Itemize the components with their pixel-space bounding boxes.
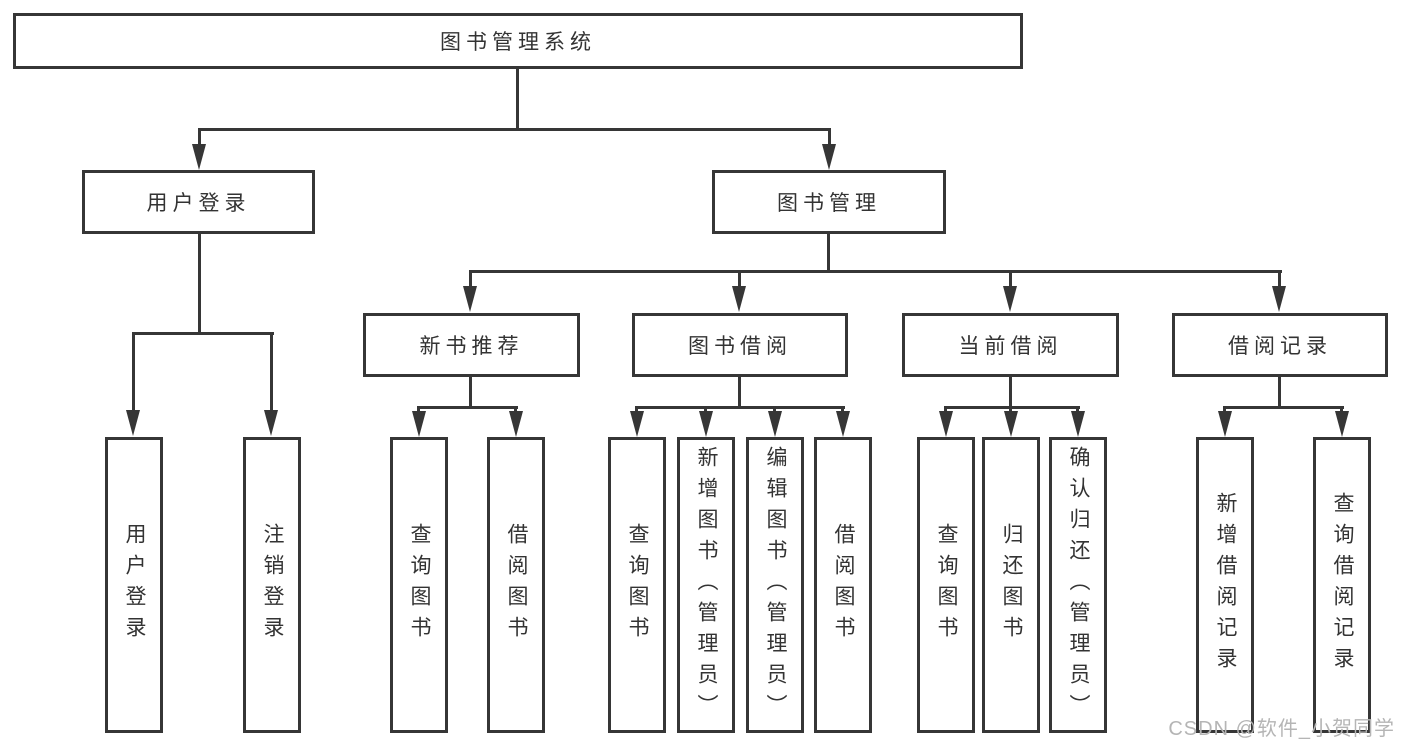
connector-userlogin-hbar xyxy=(132,332,274,335)
arrow-down-icon xyxy=(1335,411,1349,437)
connector-root-hbar xyxy=(198,128,831,131)
connector-userlogin-stem xyxy=(198,232,201,334)
leaf-edit-books-admin: 编辑图书（管理员） xyxy=(746,437,804,733)
arrow-down-icon xyxy=(192,144,206,170)
leaf-query-borrow-record: 查询借阅记录 xyxy=(1313,437,1371,733)
leaf-label: 归还图书 xyxy=(1000,523,1023,647)
connector-hbar xyxy=(635,406,845,409)
leaf-label: 查询借阅记录 xyxy=(1331,492,1354,678)
csdn-watermark: CSDN @软件_小贺同学 xyxy=(1168,718,1395,740)
leaf-label: 新增图书（管理员） xyxy=(695,445,718,725)
connector-stem xyxy=(469,375,472,408)
connector-stub xyxy=(132,332,135,412)
arrow-down-icon xyxy=(1218,411,1232,437)
leaf-borrow-books-2: 借阅图书 xyxy=(814,437,872,733)
connector-hbar xyxy=(944,406,1080,409)
connector-stub xyxy=(469,270,472,288)
leaf-label: 查询图书 xyxy=(408,523,431,647)
leaf-label: 查询图书 xyxy=(935,523,958,647)
leaf-borrow-books-1: 借阅图书 xyxy=(487,437,545,733)
arrow-down-icon xyxy=(732,286,746,312)
arrow-down-icon xyxy=(126,410,140,436)
leaf-add-books-admin: 新增图书（管理员） xyxy=(677,437,735,733)
node-label: 图书管理 xyxy=(777,192,881,215)
leaf-label: 注销登录 xyxy=(261,523,284,647)
leaf-logout: 注销登录 xyxy=(243,437,301,733)
leaf-query-books-1: 查询图书 xyxy=(390,437,448,733)
leaf-query-books-3: 查询图书 xyxy=(917,437,975,733)
arrow-down-icon xyxy=(264,410,278,436)
arrow-down-icon xyxy=(699,411,713,437)
connector-hbar xyxy=(1223,406,1344,409)
node-book-management-branch: 图书管理 xyxy=(712,170,946,234)
connector-stub xyxy=(828,128,831,148)
connector-stub xyxy=(198,128,201,148)
arrow-down-icon xyxy=(1272,286,1286,312)
arrow-down-icon xyxy=(1003,286,1017,312)
arrow-down-icon xyxy=(768,411,782,437)
node-book-borrowing: 图书借阅 xyxy=(632,313,848,377)
node-label: 当前借阅 xyxy=(958,335,1063,358)
leaf-label: 借阅图书 xyxy=(505,523,528,647)
connector-bookmgmt-stem xyxy=(827,232,830,272)
leaf-user-login: 用户登录 xyxy=(105,437,163,733)
leaf-confirm-return-admin: 确认归还（管理员） xyxy=(1049,437,1107,733)
connector-stub xyxy=(1278,270,1281,288)
node-current-borrowing: 当前借阅 xyxy=(902,313,1119,377)
leaf-label: 编辑图书（管理员） xyxy=(764,445,787,725)
arrow-down-icon xyxy=(1004,411,1018,437)
leaf-label: 查询图书 xyxy=(626,523,649,647)
connector-stem xyxy=(738,375,741,408)
leaf-label: 新增借阅记录 xyxy=(1214,492,1237,678)
node-label: 借阅记录 xyxy=(1228,335,1332,358)
arrow-down-icon xyxy=(939,411,953,437)
arrow-down-icon xyxy=(630,411,644,437)
leaf-query-books-2: 查询图书 xyxy=(608,437,666,733)
arrow-down-icon xyxy=(836,411,850,437)
connector-stub xyxy=(738,270,741,288)
arrow-down-icon xyxy=(463,286,477,312)
node-label: 图书管理系统 xyxy=(440,31,596,54)
arrow-down-icon xyxy=(412,411,426,437)
node-borrowing-records: 借阅记录 xyxy=(1172,313,1388,377)
connector-stem xyxy=(1278,375,1281,408)
leaf-label: 确认归还（管理员） xyxy=(1067,445,1090,725)
node-user-login-branch: 用户登录 xyxy=(82,170,315,234)
leaf-label: 借阅图书 xyxy=(832,523,855,647)
connector-stem xyxy=(1009,375,1012,408)
connector-root-stem xyxy=(516,67,519,130)
connector-stub xyxy=(1009,270,1012,288)
node-label: 用户登录 xyxy=(146,192,251,215)
node-system-root: 图书管理系统 xyxy=(13,13,1023,69)
node-label: 图书借阅 xyxy=(688,335,792,358)
leaf-add-borrow-record: 新增借阅记录 xyxy=(1196,437,1254,733)
arrow-down-icon xyxy=(822,144,836,170)
node-label: 新书推荐 xyxy=(419,335,524,358)
node-new-book-recommendation: 新书推荐 xyxy=(363,313,580,377)
arrow-down-icon xyxy=(1071,411,1085,437)
connector-bookmgmt-hbar xyxy=(469,270,1282,273)
connector-hbar xyxy=(417,406,518,409)
arrow-down-icon xyxy=(509,411,523,437)
connector-stub xyxy=(270,332,273,412)
leaf-return-books: 归还图书 xyxy=(982,437,1040,733)
leaf-label: 用户登录 xyxy=(123,523,146,647)
